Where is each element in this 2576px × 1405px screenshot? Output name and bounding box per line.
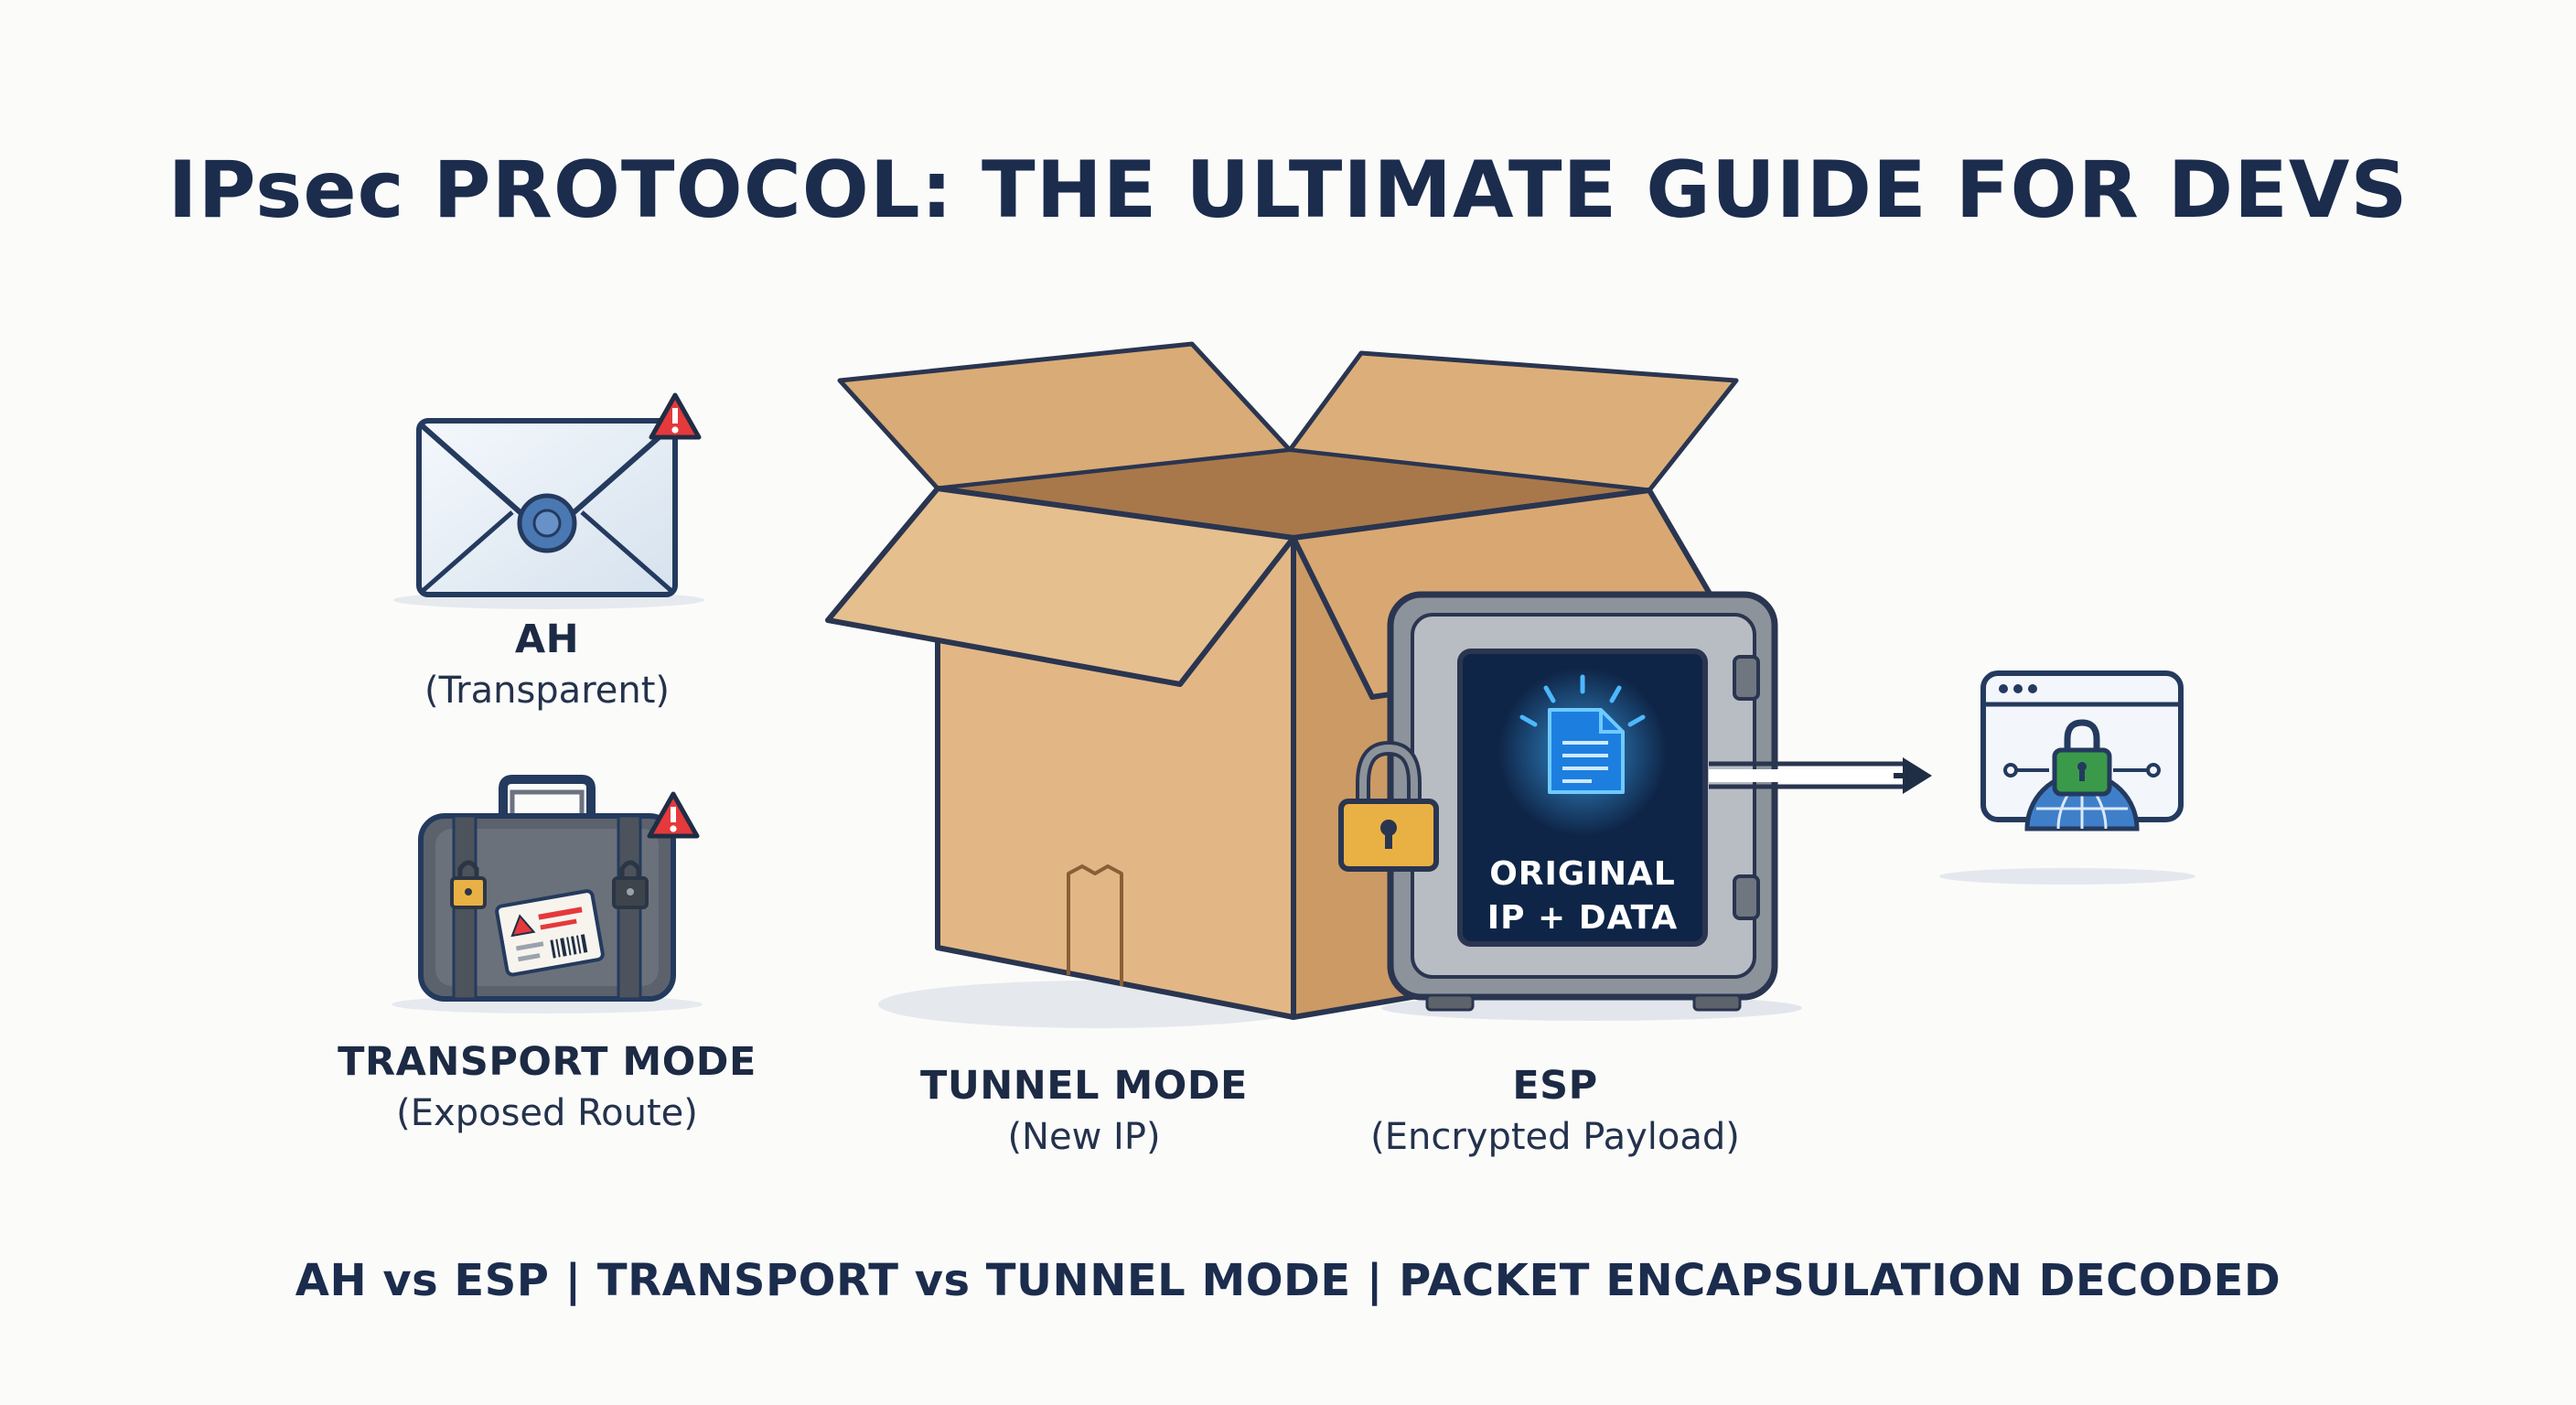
suitcase-icon (392, 775, 703, 1014)
label-esp: ESP (Encrypted Payload) (1336, 1063, 1775, 1158)
label-transport-title: TRANSPORT MODE (338, 1039, 757, 1085)
vault-label: ORIGINAL IP + DATA (1464, 853, 1701, 940)
envelope-icon (393, 418, 704, 609)
page-subtitle: AH vs ESP | TRANSPORT vs TUNNEL MODE | P… (295, 1255, 2281, 1306)
label-transport-sub: (Exposed Route) (396, 1092, 698, 1134)
label-tunnel: TUNNEL MODE (New IP) (878, 1063, 1290, 1158)
warning-icon (647, 791, 700, 839)
vault-icon (1381, 591, 1802, 1021)
secure-browser-icon (1939, 670, 2195, 885)
vault-label-line2: IP + DATA (1487, 899, 1679, 937)
label-ah: AH (Transparent) (364, 617, 730, 712)
warning-icon (649, 392, 702, 440)
vault-label-line1: ORIGINAL (1489, 855, 1676, 893)
label-esp-sub: (Encrypted Payload) (1370, 1116, 1740, 1158)
padlock-icon (1338, 740, 1439, 872)
arrow-icon (1709, 757, 1932, 794)
label-esp-title: ESP (1512, 1063, 1598, 1109)
label-transport: TRANSPORT MODE (Exposed Route) (309, 1039, 785, 1134)
label-ah-sub: (Transparent) (424, 670, 671, 712)
page-title: IPsec PROTOCOL: THE ULTIMATE GUIDE FOR D… (167, 145, 2409, 236)
label-tunnel-title: TUNNEL MODE (920, 1063, 1248, 1109)
label-tunnel-sub: (New IP) (1007, 1116, 1161, 1158)
label-ah-title: AH (514, 617, 580, 662)
